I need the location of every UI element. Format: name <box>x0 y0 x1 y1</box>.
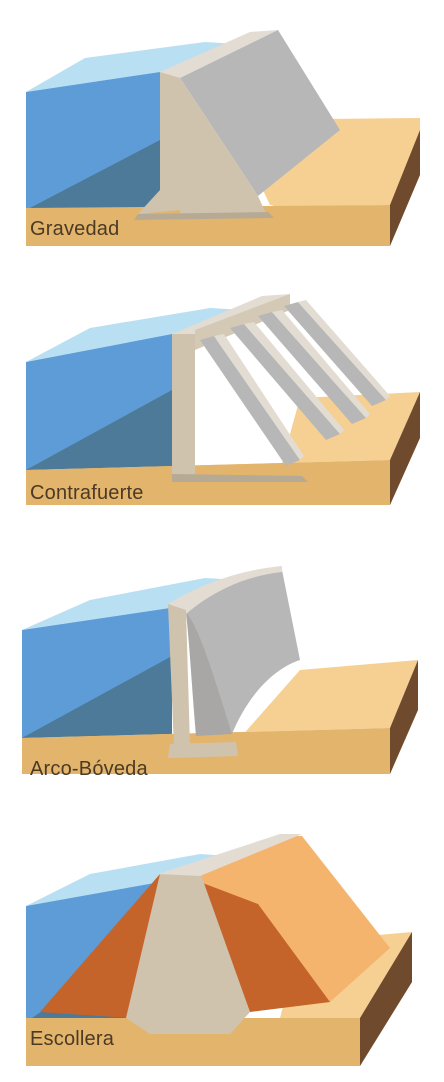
buttress-dam-illustration <box>26 294 420 505</box>
panel-buttress-dam: Contrafuerte <box>0 270 444 525</box>
arch-dam-label: Arco-Bóveda <box>30 758 148 780</box>
gravity-dam-label: Gravedad <box>30 218 120 240</box>
rockfill-dam-label: Escollera <box>30 1028 115 1050</box>
arch-dam-illustration <box>22 566 418 774</box>
buttress-dam-label: Contrafuerte <box>30 482 144 504</box>
panel-gravity-dam: Gravedad <box>0 0 444 260</box>
panel-arch-dam: Arco-Bóveda <box>0 560 444 800</box>
gravity-dam-illustration <box>26 30 420 246</box>
panel-rockfill-dam: Escollera <box>0 822 444 1082</box>
rockfill-dam-illustration <box>26 834 412 1066</box>
